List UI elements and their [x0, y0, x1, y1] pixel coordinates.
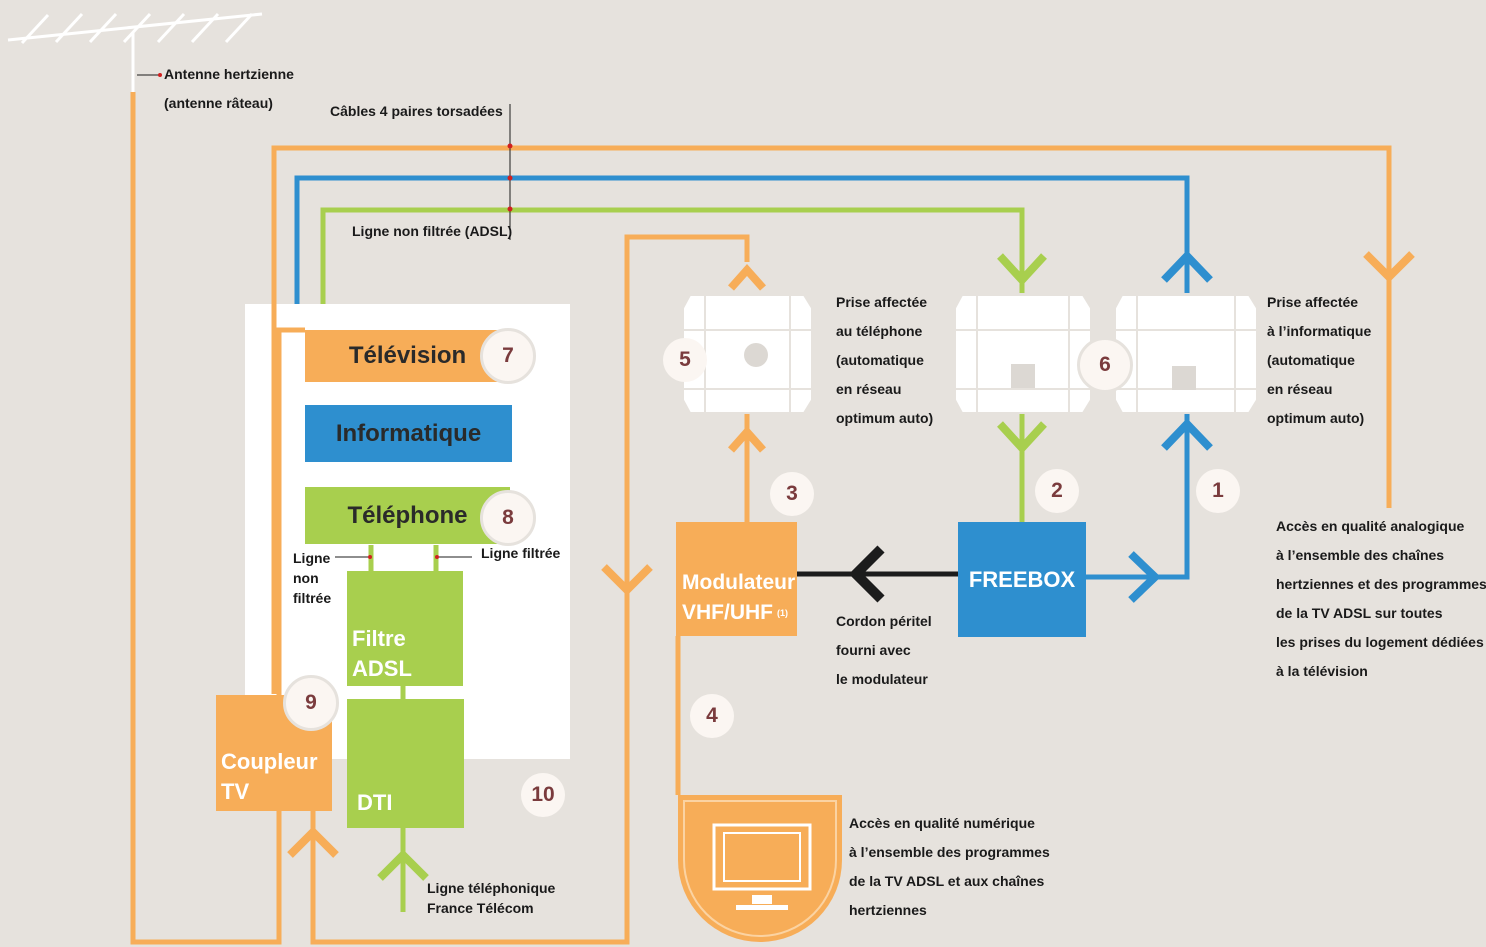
freebox-label: FREEBOX [968, 566, 1076, 592]
digital-access-line-3: de la TV ADSL et aux chaînes [849, 873, 1045, 889]
phone-socket-line-4: en réseau [836, 381, 902, 397]
phone-socket-label: Prise affectée au téléphone (automatique… [836, 288, 933, 433]
number-badge-8: 8 [480, 490, 536, 546]
number-badge-3: 3 [770, 472, 814, 516]
arrow-down-freebox-socket [997, 253, 1047, 286]
phone-socket-line-1: Prise affectée [836, 294, 928, 310]
scart-label: Cordon péritel fourni avec le modulateur [836, 607, 932, 694]
cable-label: Câbles 4 paires torsadées [330, 103, 503, 119]
number-badge-2: 2 [1035, 469, 1079, 513]
dti-label: DTI [357, 790, 393, 815]
modulator-line2: VHF/UHF [682, 601, 773, 624]
computer-socket-line-1: Prise affectée [1267, 294, 1359, 310]
tv-cables [130, 92, 1392, 945]
analog-access-line-4: de la TV ADSL sur toutes [1276, 605, 1443, 621]
freebox-box: FREEBOX [958, 522, 1086, 637]
dti-box: DTI [347, 699, 464, 828]
arrow-up-computer [1161, 418, 1213, 451]
unfiltered-line-label: Ligne non filtrée [293, 548, 331, 608]
unfiltered-line-2: non [293, 570, 319, 586]
phone-socket-line-3: (automatique [836, 352, 924, 368]
tv-coupler-line2: TV [221, 779, 250, 804]
number-badge-9: 9 [283, 675, 339, 731]
informatique-label: Informatique [335, 419, 482, 447]
analog-access-line-2: à l’ensemble des chaînes [1276, 547, 1445, 563]
arrow-up-phone-line [377, 849, 429, 881]
antenna-label: Antenne hertzienne (antenne râteau) [164, 60, 294, 118]
phone-line-2: France Télécom [427, 900, 534, 916]
television-icon [678, 795, 842, 942]
phone-socket-line-2: au téléphone [836, 323, 923, 339]
phone-line-label: Ligne téléphonique France Télécom [427, 878, 555, 918]
unfiltered-line-3: filtrée [293, 590, 332, 606]
computer-socket-line-3: (automatique [1267, 352, 1355, 368]
tv-coupler-line1: Coupleur [221, 749, 318, 774]
computer-socket-line-2: à l’informatique [1267, 323, 1372, 339]
tv-coupler-box: Coupleur TV [216, 695, 332, 811]
arrow-down-freebox [997, 421, 1047, 454]
television-label: Télévision [348, 342, 467, 369]
informatique-bar: Informatique [305, 405, 512, 462]
number-badge-10: 10 [521, 773, 565, 817]
antenna-label-line2: (antenne râteau) [164, 95, 273, 111]
scart-line-3: le modulateur [836, 671, 928, 687]
number-badge-6: 6 [1077, 337, 1133, 393]
television-bar: Télévision [305, 330, 510, 382]
socket-freebox [954, 294, 1092, 414]
arrow-up-modulator [728, 425, 766, 453]
computer-cables [294, 175, 1190, 580]
modulator-box: Modulateur VHF/UHF (1) [676, 522, 797, 636]
phone-line-1: Ligne téléphonique [427, 880, 556, 896]
arrow-up-tv-socket [728, 263, 766, 291]
filtered-line-label: Ligne filtrée [481, 545, 561, 561]
antenna-icon [7, 12, 263, 92]
digital-access-line-4: hertziennes [849, 902, 927, 918]
computer-socket-label: Prise affectée à l’informatique (automat… [1267, 288, 1371, 433]
analog-access-line-6: à la télévision [1276, 663, 1368, 679]
analog-access-line-5: les prises du logement dédiées [1276, 634, 1484, 650]
arrow-right-freebox [1128, 551, 1161, 603]
scart-line-2: fourni avec [836, 642, 911, 658]
number-badge-5: 5 [663, 338, 707, 382]
arrow-down-analog [1363, 251, 1415, 283]
number-badge-7: 7 [480, 328, 536, 384]
unfiltered-line-1: Ligne [293, 550, 331, 566]
modulator-footnote: (1) [777, 608, 788, 618]
arrow-up-computer-socket [1161, 250, 1213, 283]
antenna-label-line1: Antenne hertzienne [164, 66, 294, 82]
number-badge-4: 4 [690, 694, 734, 738]
analog-access-label: Accès en qualité analogique à l’ensemble… [1276, 512, 1486, 686]
adsl-filter-box: Filtre ADSL [347, 571, 463, 686]
computer-socket-line-5: optimum auto) [1267, 410, 1365, 426]
telephone-bar: Téléphone [305, 487, 510, 544]
digital-access-line-2: à l’ensemble des programmes [849, 844, 1050, 860]
adsl-filter-label: Filtre ADSL [352, 626, 412, 681]
telephone-label: Téléphone [347, 501, 468, 529]
digital-access-label: Accès en qualité numérique à l’ensemble … [849, 809, 1050, 925]
arrow-left-scart [848, 545, 885, 603]
modulator-line1: Modulateur [682, 571, 796, 594]
arrow-down-tv-cable [601, 564, 653, 596]
analog-access-line-3: hertziennes et des programmes [1276, 576, 1486, 592]
unfiltered-adsl-label: Ligne non filtrée (ADSL) [352, 223, 513, 239]
socket-computer [1114, 294, 1258, 414]
phone-socket-line-5: optimum auto) [836, 410, 934, 426]
arrow-up-coupler [287, 826, 339, 858]
computer-socket-line-4: en réseau [1267, 381, 1333, 397]
number-badge-1: 1 [1196, 469, 1240, 513]
analog-access-line-1: Accès en qualité analogique [1276, 518, 1465, 534]
digital-access-line-1: Accès en qualité numérique [849, 815, 1035, 831]
scart-line-1: Cordon péritel [836, 613, 932, 629]
